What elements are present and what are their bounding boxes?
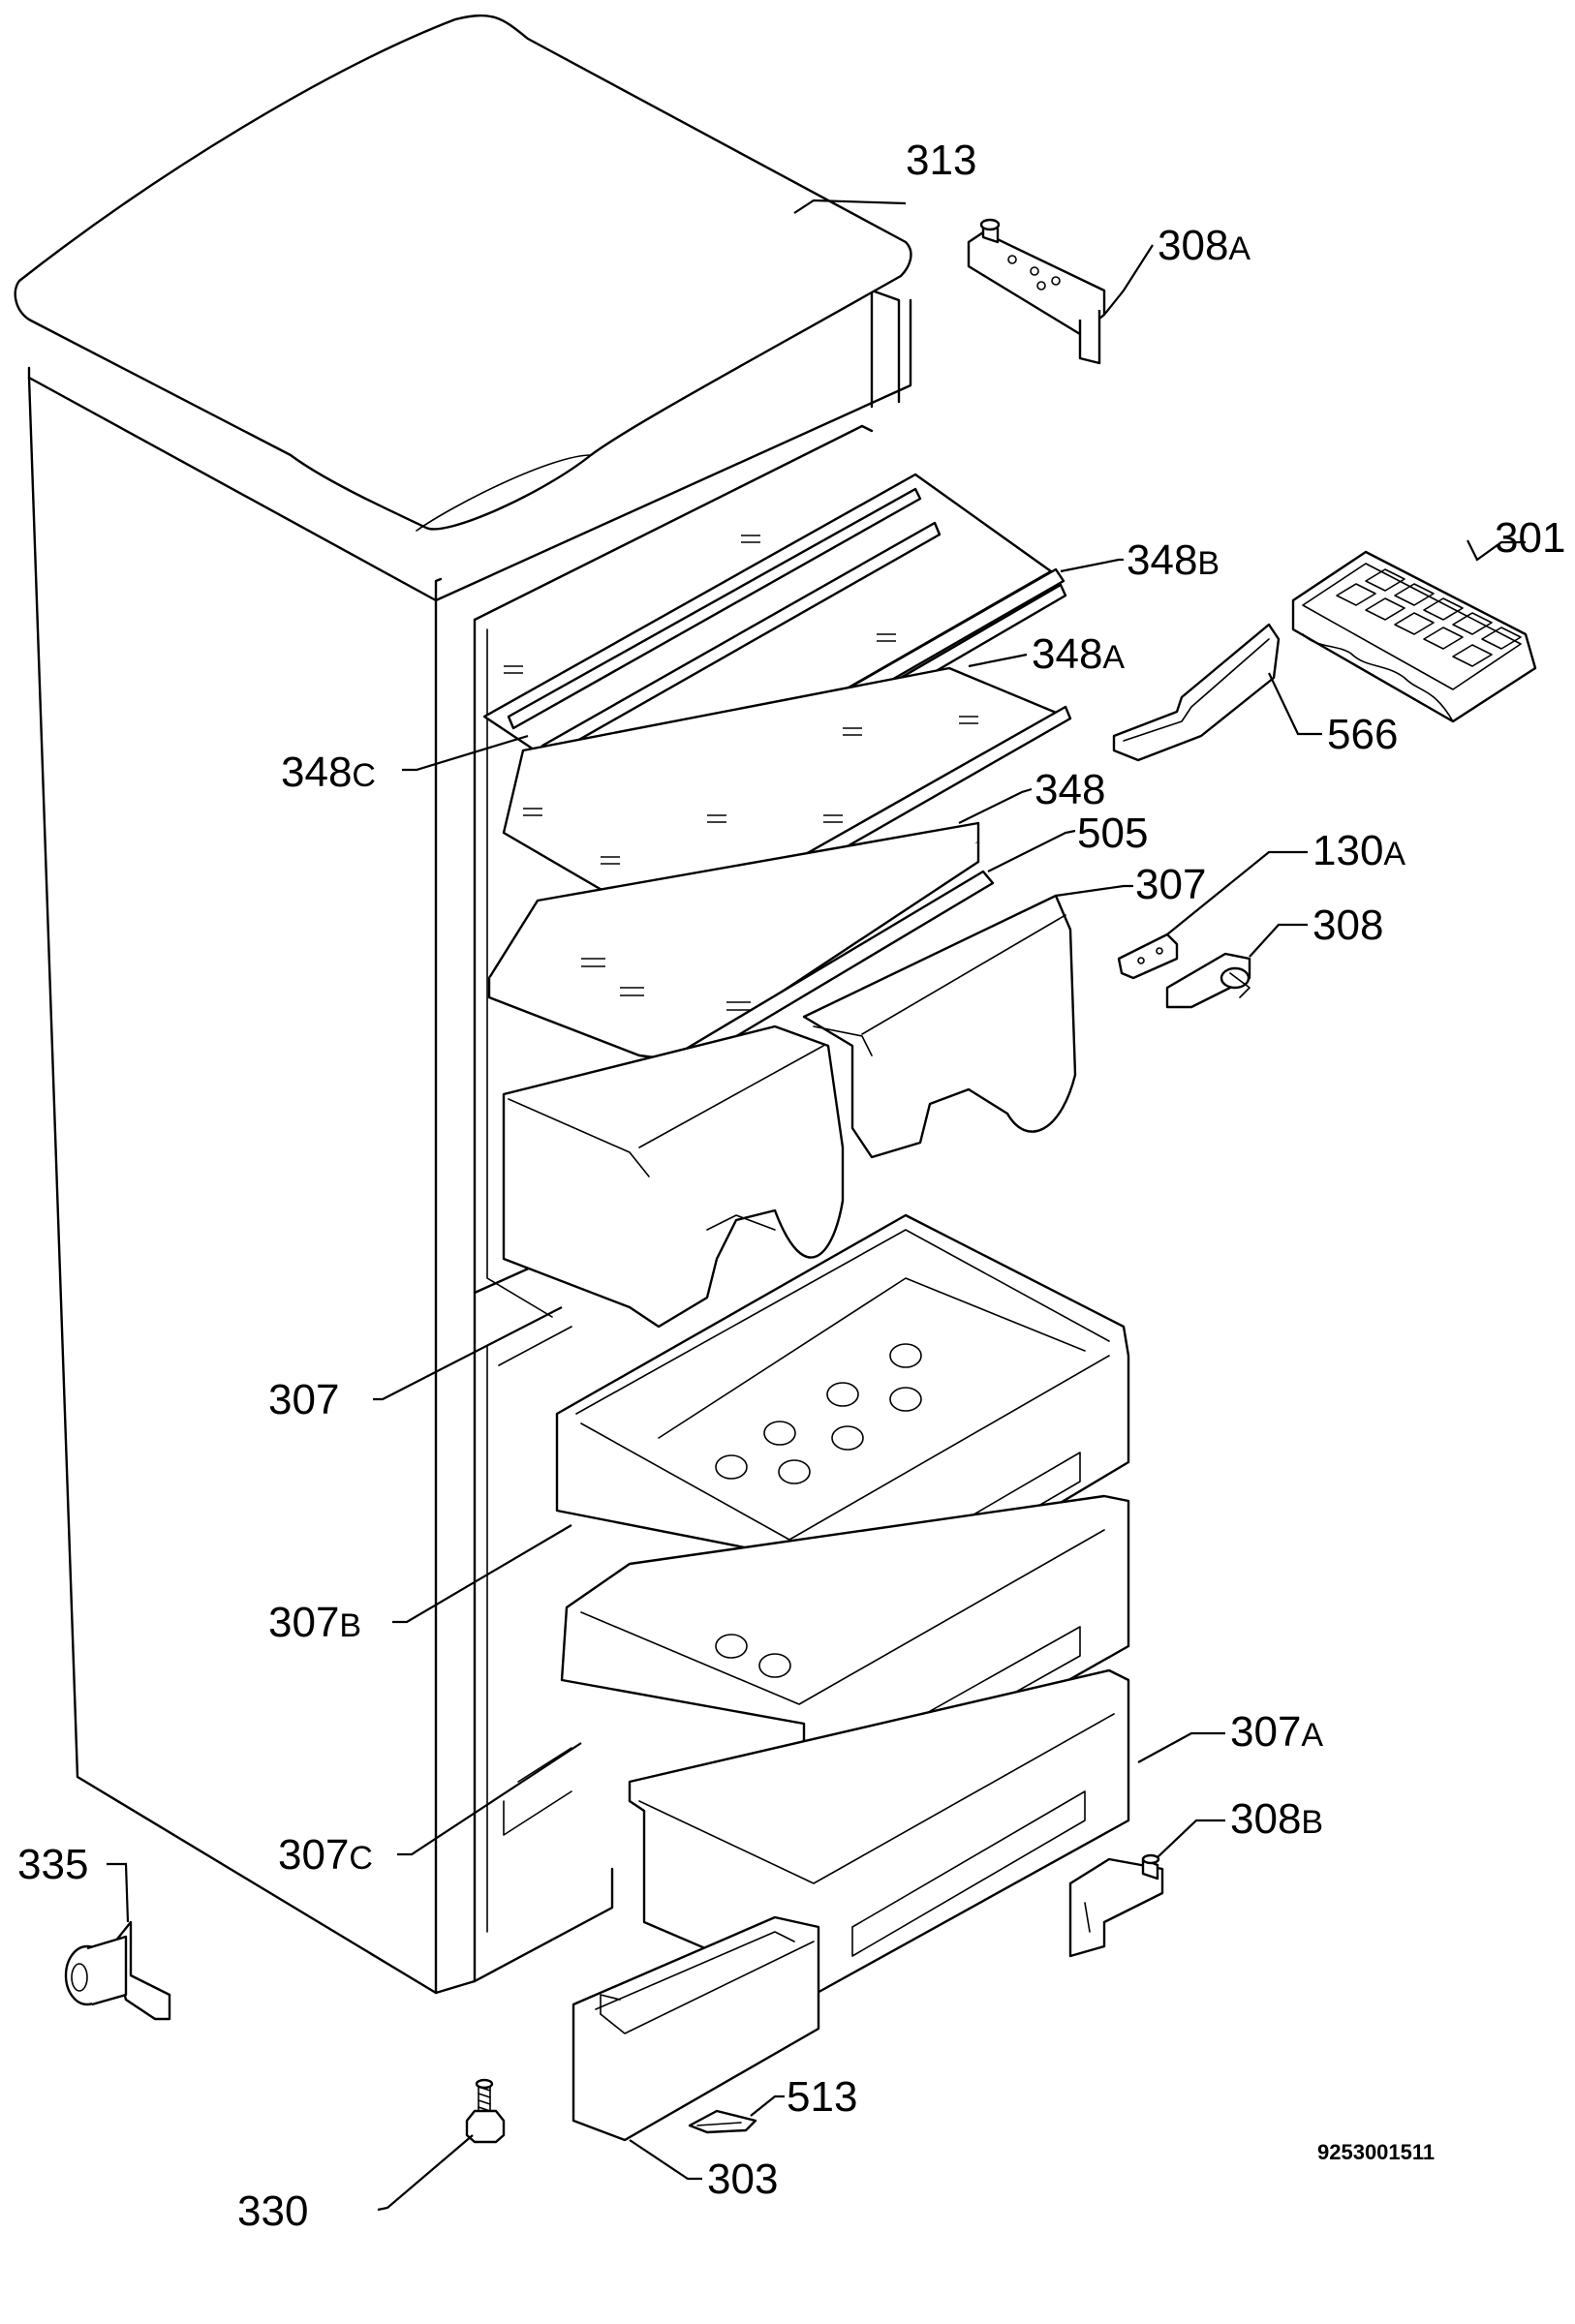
label-348a: 348A [1032, 630, 1125, 678]
clip-513 [688, 2109, 757, 2134]
leader-lines [107, 199, 1526, 2212]
label-313: 313 [906, 137, 976, 184]
label-348c: 348C [281, 749, 376, 796]
hinge-308 [1165, 952, 1251, 1009]
adjustable-foot-330 [465, 2078, 506, 2144]
plinth-303 [571, 1915, 820, 2142]
hinge-308a [967, 218, 1106, 365]
label-130a: 130A [1312, 827, 1405, 874]
hinge-308b [1068, 1853, 1164, 1958]
label-307c: 307C [278, 1831, 373, 1879]
label-307-left: 307 [268, 1376, 339, 1423]
label-307-right: 307 [1135, 861, 1206, 908]
ice-tray-301 [1291, 550, 1537, 723]
part-labels: 313 308A 301 348B 348A 566 348C 348 505 … [17, 137, 1565, 2235]
cabinet-body [27, 289, 912, 1995]
crisper-drawer-left [502, 1024, 845, 1329]
label-308a: 308A [1158, 222, 1251, 269]
part-130a [1117, 933, 1179, 980]
label-307b: 307B [268, 1599, 361, 1646]
label-505: 505 [1077, 810, 1148, 857]
label-348b: 348B [1127, 536, 1220, 584]
label-348: 348 [1035, 766, 1105, 813]
label-308b: 308B [1230, 1795, 1323, 1843]
label-566: 566 [1327, 711, 1398, 758]
crisper-drawer-right [802, 894, 1077, 1159]
label-303: 303 [707, 2156, 778, 2203]
drawing-code: 9253001511 [1317, 2140, 1435, 2164]
label-308: 308 [1312, 902, 1383, 949]
label-330: 330 [237, 2187, 308, 2235]
label-513: 513 [787, 2073, 857, 2121]
label-335: 335 [17, 1841, 88, 1888]
freezer-drawer-middle [560, 1494, 1130, 1832]
top-cover-313 [14, 14, 912, 532]
label-301: 301 [1495, 514, 1565, 562]
label-307a: 307A [1230, 1708, 1323, 1756]
shelf-348 [487, 821, 995, 1079]
foot-bracket-335 [64, 1920, 171, 2021]
ice-scoop-566 [1112, 623, 1281, 762]
